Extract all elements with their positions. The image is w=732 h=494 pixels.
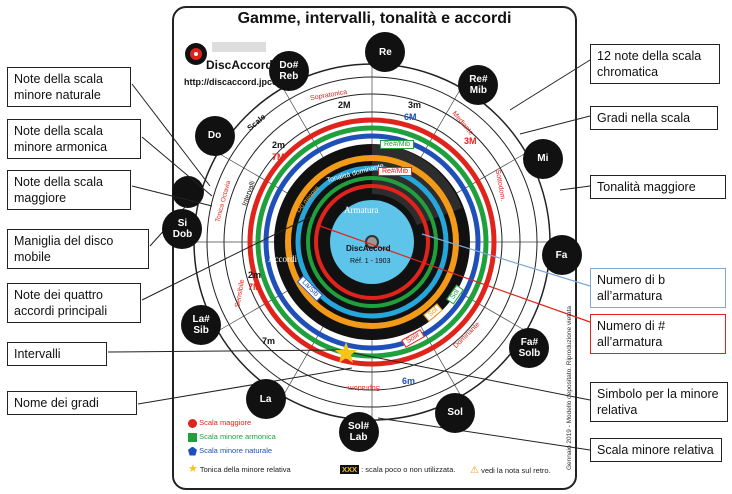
center-ref: Réf. 1 - 1903 [350, 258, 391, 265]
center-brand: DiscAccord [346, 244, 391, 253]
note-tab-8: La# Sib [181, 305, 222, 346]
warning-icon: ⚠ [470, 465, 479, 476]
label-accordi: Note dei quattro accordi principali [7, 283, 141, 323]
label-minore-naturale: Note della scala minore naturale [7, 67, 131, 107]
note-tab-6: Sol# Lab [338, 411, 379, 452]
star-icon: ★ [188, 463, 198, 475]
label-scala-maggiore: Note della scala maggiore [7, 170, 131, 210]
label-numero-diesis: Numero di # all’armatura [590, 314, 726, 354]
legend-tonica: ★ Tonica della minore relativa [188, 463, 291, 475]
note-tab-1: Re# Mib [458, 64, 499, 105]
interval-1: 2M [338, 100, 351, 110]
url-text: http://discaccord.jpcor.fr [184, 77, 290, 87]
note-tab-4: Fa# Solb [509, 328, 550, 369]
label-tonalita-maggiore: Tonalità maggiore [590, 175, 726, 199]
interval-7: 6m [402, 376, 416, 386]
interval-9: 2m [248, 270, 262, 280]
label-maniglia: Maniglia del disco mobile [7, 229, 149, 269]
legend-naturale: Scala minore naturale [188, 446, 272, 456]
interval-5: 7M [272, 152, 285, 162]
note-tab-10: Do [194, 115, 235, 156]
ring-sopradom: Sopradom. [346, 384, 381, 391]
interval-2: 3m [408, 100, 422, 110]
scale-blue-icon [188, 446, 197, 456]
armatura-label: Armatura [344, 205, 379, 215]
note-tab-2: Mi [522, 138, 563, 179]
chord-tag-2: Re#/Mib [378, 167, 413, 176]
scale-red-icon [188, 418, 197, 428]
note-tab-3: Fa [541, 235, 582, 276]
label-numero-b: Numero di b all’armatura [590, 268, 726, 308]
page-title: Gamme, intervalli, tonalità e accordi [237, 10, 512, 27]
note-tab-11: Do# Reb [268, 51, 309, 92]
label-12-note: 12 note della scala chromatica [590, 44, 720, 84]
discaccord-logo [184, 40, 274, 68]
note-tab-0: Re [365, 32, 406, 73]
label-intervalli: Intervalli [7, 342, 107, 366]
note-tab-9: Si Dob [162, 208, 203, 249]
chord-tag-1: Re#/Mib [380, 140, 415, 149]
logo-text: DiscAccord [206, 58, 273, 72]
legend-armonica: Scala minore armonica [188, 432, 276, 442]
accordi-label: Accordi [268, 254, 297, 264]
note-tab-5: Sol [435, 392, 476, 433]
legend-warn: ⚠ vedi la nota sul retro. [470, 465, 551, 476]
interval-4: 2m [272, 140, 286, 150]
interval-10: 7M [248, 282, 261, 292]
legend-xxx: XXX : scala poco o non utilizzata. [340, 465, 456, 474]
label-nome-gradi: Nome dei gradi [7, 391, 137, 415]
legend-maggiore: Scala maggiore [188, 418, 251, 428]
note-tab-7: La [245, 379, 286, 420]
label-simbolo-minore: Simbolo per la minore relativa [590, 382, 728, 422]
interval-3: 6M [404, 112, 417, 122]
label-scala-minore-relativa: Scala minore relativa [590, 438, 722, 462]
interval-6: 3M [464, 136, 477, 146]
interval-8: 7m [262, 336, 276, 346]
label-gradi: Gradi nella scala [590, 106, 718, 130]
label-minore-armonica: Note della scala minore armonica [7, 119, 141, 159]
scale-green-icon [188, 432, 197, 442]
copyright-text: Gennaio 2019 - Modello depositato. Ripro… [566, 305, 573, 470]
